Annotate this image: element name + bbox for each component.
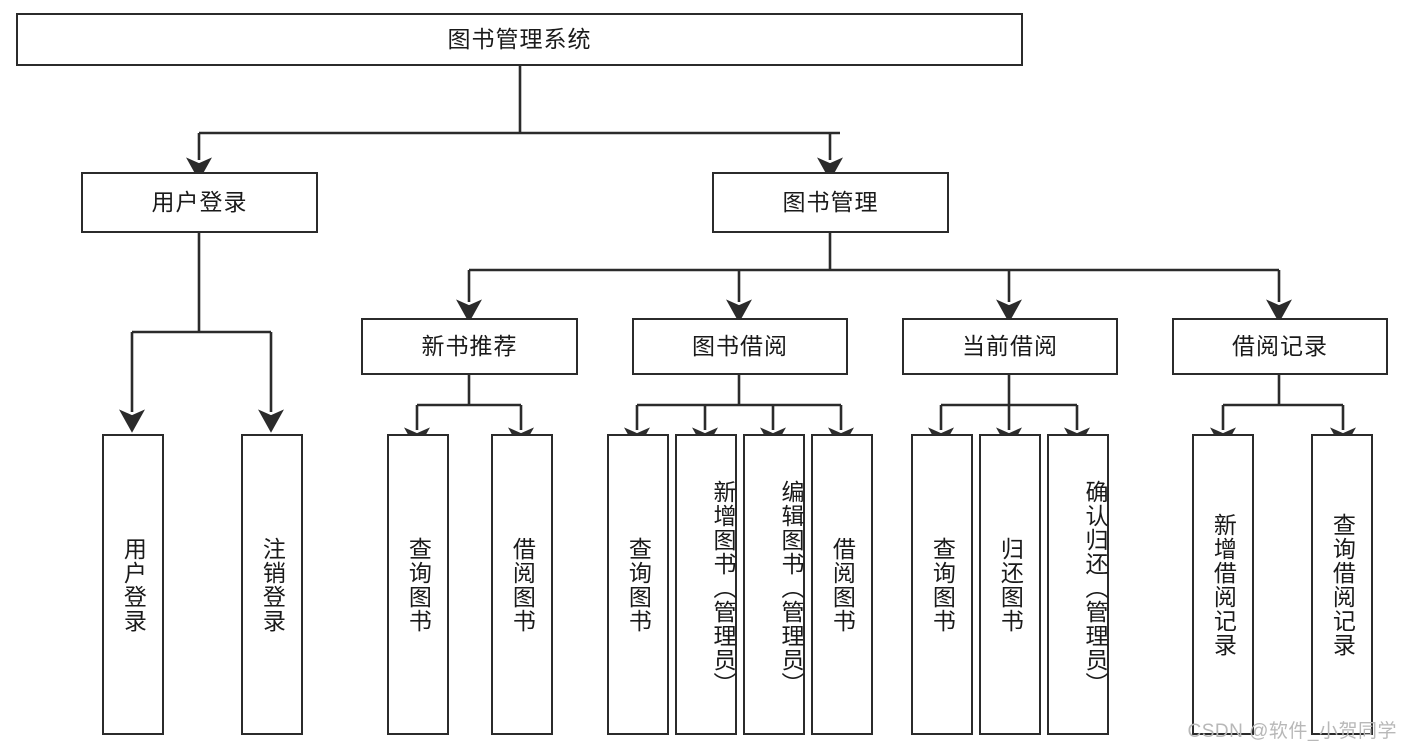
leaf-current-query-book[interactable]: 查询图书 [911,434,973,735]
node-label: 注销登录 [259,536,286,633]
leaf-new-book-borrow[interactable]: 借阅图书 [491,434,553,735]
node-label: 图书管理系统 [447,25,592,52]
node-label: 编辑图书（管理员） [778,479,804,696]
node-label: 查询图书 [405,536,432,633]
node-label: 归还图书 [997,536,1024,633]
leaf-borrow-add-book-admin[interactable]: 新增图书（管理员） [675,434,737,735]
node-user-login[interactable]: 用户登录 [81,172,318,233]
node-borrow-record[interactable]: 借阅记录 [1172,318,1388,375]
leaf-new-book-query[interactable]: 查询图书 [387,434,449,735]
node-label: 查询图书 [929,536,956,633]
node-book-management-system[interactable]: 图书管理系统 [16,13,1023,66]
node-label: 查询借阅记录 [1329,512,1356,657]
leaf-current-return-book[interactable]: 归还图书 [979,434,1041,735]
node-label: 借阅图书 [829,536,856,633]
leaf-record-add-borrow-record[interactable]: 新增借阅记录 [1192,434,1254,735]
leaf-borrow-edit-book-admin[interactable]: 编辑图书（管理员） [743,434,805,735]
leaf-record-query-borrow-record[interactable]: 查询借阅记录 [1311,434,1373,735]
node-label: 用户登录 [151,188,248,215]
node-label: 图书借阅 [692,332,788,359]
node-label: 新书推荐 [421,332,518,359]
leaf-current-confirm-return-admin[interactable]: 确认归还（管理员） [1047,434,1109,735]
leaf-borrow-query-book[interactable]: 查询图书 [607,434,669,735]
node-label: 用户登录 [120,536,147,633]
node-label: 新增图书（管理员） [710,479,736,696]
node-label: 图书管理 [782,188,879,215]
leaf-user-login-signout[interactable]: 注销登录 [241,434,303,735]
node-label: 新增借阅记录 [1210,512,1237,657]
watermark-text: CSDN @软件_小贺同学 [1187,721,1397,742]
node-label: 查询图书 [625,536,652,633]
leaf-borrow-borrow-book[interactable]: 借阅图书 [811,434,873,735]
node-label: 借阅图书 [509,536,536,633]
node-label: 当前借阅 [962,332,1058,359]
node-book-management[interactable]: 图书管理 [712,172,949,233]
leaf-user-login-signin[interactable]: 用户登录 [102,434,164,735]
node-label: 借阅记录 [1232,332,1328,359]
node-current-borrow[interactable]: 当前借阅 [902,318,1118,375]
node-label: 确认归还（管理员） [1082,479,1108,696]
node-new-book-recommend[interactable]: 新书推荐 [361,318,578,375]
node-book-borrow[interactable]: 图书借阅 [632,318,848,375]
